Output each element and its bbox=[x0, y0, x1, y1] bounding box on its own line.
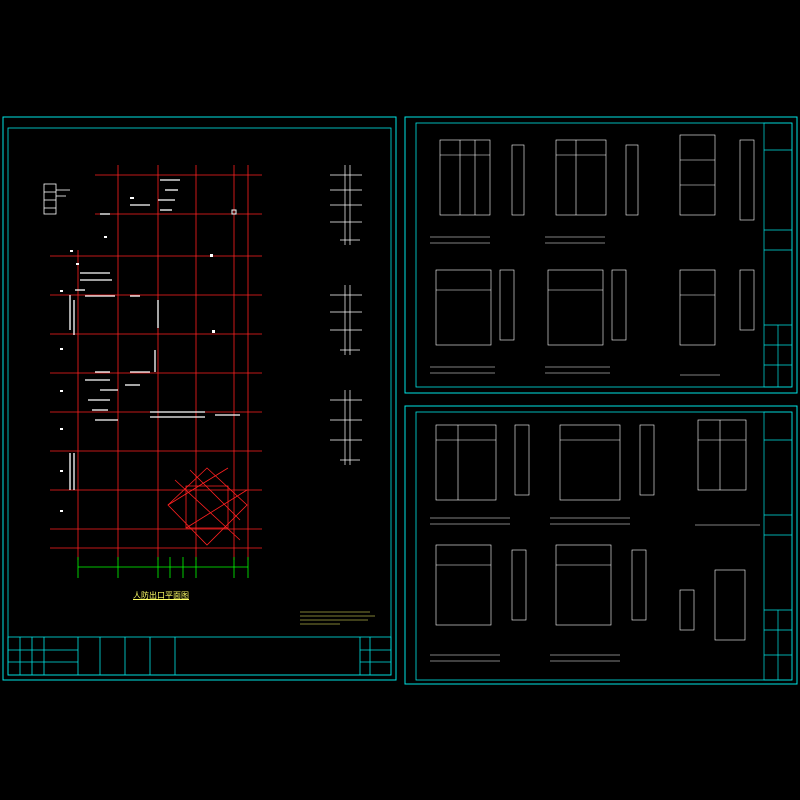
notes-block bbox=[300, 611, 375, 625]
lower-sheet-outer-frame bbox=[404, 405, 798, 685]
lower-details-linework bbox=[430, 419, 760, 662]
wall-section-details bbox=[330, 165, 362, 465]
detail-sheet-upper bbox=[404, 116, 798, 394]
plan-title-block bbox=[7, 636, 392, 676]
upper-title-block bbox=[763, 122, 793, 388]
lower-title-block bbox=[763, 411, 793, 681]
plan-title: 人防出口平面图 bbox=[133, 591, 189, 600]
plan-markers bbox=[60, 197, 237, 512]
upper-details-linework bbox=[430, 134, 755, 376]
plan-walls bbox=[69, 179, 240, 490]
axis-grid bbox=[50, 165, 262, 560]
plan-dimension-line bbox=[77, 557, 249, 578]
legend-block bbox=[43, 183, 70, 215]
upper-sheet-outer-frame bbox=[404, 116, 798, 394]
detail-sheet-lower bbox=[404, 405, 798, 685]
plan-sheet-outer-frame bbox=[2, 116, 397, 681]
plan-sheet-inner-frame bbox=[7, 127, 392, 676]
plan-sheet bbox=[2, 116, 397, 681]
upper-sheet-inner-frame bbox=[415, 122, 793, 388]
